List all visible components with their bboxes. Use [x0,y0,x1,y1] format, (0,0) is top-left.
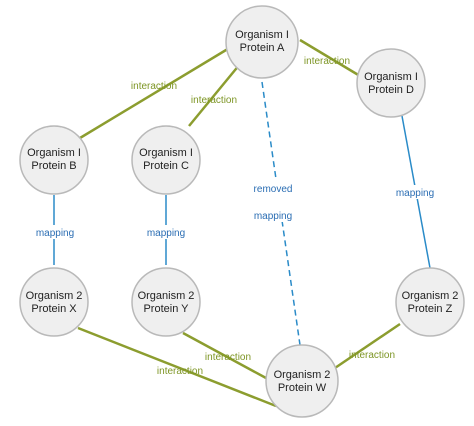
node-organism1-protein-b: Organism I Protein B [19,125,89,195]
svg-text:Organism 2: Organism 2 [402,290,459,302]
label-a-d: interaction [304,56,350,67]
svg-text:Protein D: Protein D [368,84,414,96]
svg-text:Organism I: Organism I [139,147,193,159]
node-organism1-protein-d: Organism I Protein D [356,48,426,118]
label-x-w: interaction [157,366,203,377]
node-organism1-protein-a: Organism I Protein A [225,5,299,79]
svg-text:Organism 2: Organism 2 [274,369,331,381]
svg-text:Organism 2: Organism 2 [138,290,195,302]
node-organism2-protein-w: Organism 2 Protein W [265,344,339,418]
svg-text:Protein Z: Protein Z [408,303,453,315]
label-b-x: mapping [36,228,74,239]
svg-text:Organism I: Organism I [364,71,418,83]
svg-text:Organism I: Organism I [27,147,81,159]
label-c-y: mapping [147,228,185,239]
edge-a-b [79,42,237,140]
node-organism2-protein-y: Organism 2 Protein Y [131,267,201,337]
node-organism1-protein-c: Organism I Protein C [131,125,201,195]
node-organism2-protein-z: Organism 2 Protein Z [395,267,465,337]
label-a-w-line1: removed [254,184,293,195]
edge-z-w [331,322,401,372]
svg-text:Protein A: Protein A [240,42,285,54]
label-a-c: interaction [191,95,237,106]
svg-text:Protein B: Protein B [31,160,76,172]
node-organism2-protein-x: Organism 2 Protein X [19,267,89,337]
edge-y-w [182,331,267,380]
label-z-w: interaction [349,350,395,361]
edge-a-c [188,63,241,127]
svg-text:Protein X: Protein X [31,303,77,315]
svg-text:Protein Y: Protein Y [143,303,189,315]
edge-x-w [77,326,277,408]
svg-text:Organism 2: Organism 2 [26,290,83,302]
label-a-b: interaction [131,81,177,92]
label-d-z: mapping [396,188,434,199]
svg-text:Protein W: Protein W [278,382,327,394]
label-y-w: interaction [205,352,251,363]
svg-text:Organism I: Organism I [235,29,289,41]
label-a-w-line2: mapping [254,211,292,222]
svg-text:Protein C: Protein C [143,160,189,172]
edge-a-d [299,38,361,78]
